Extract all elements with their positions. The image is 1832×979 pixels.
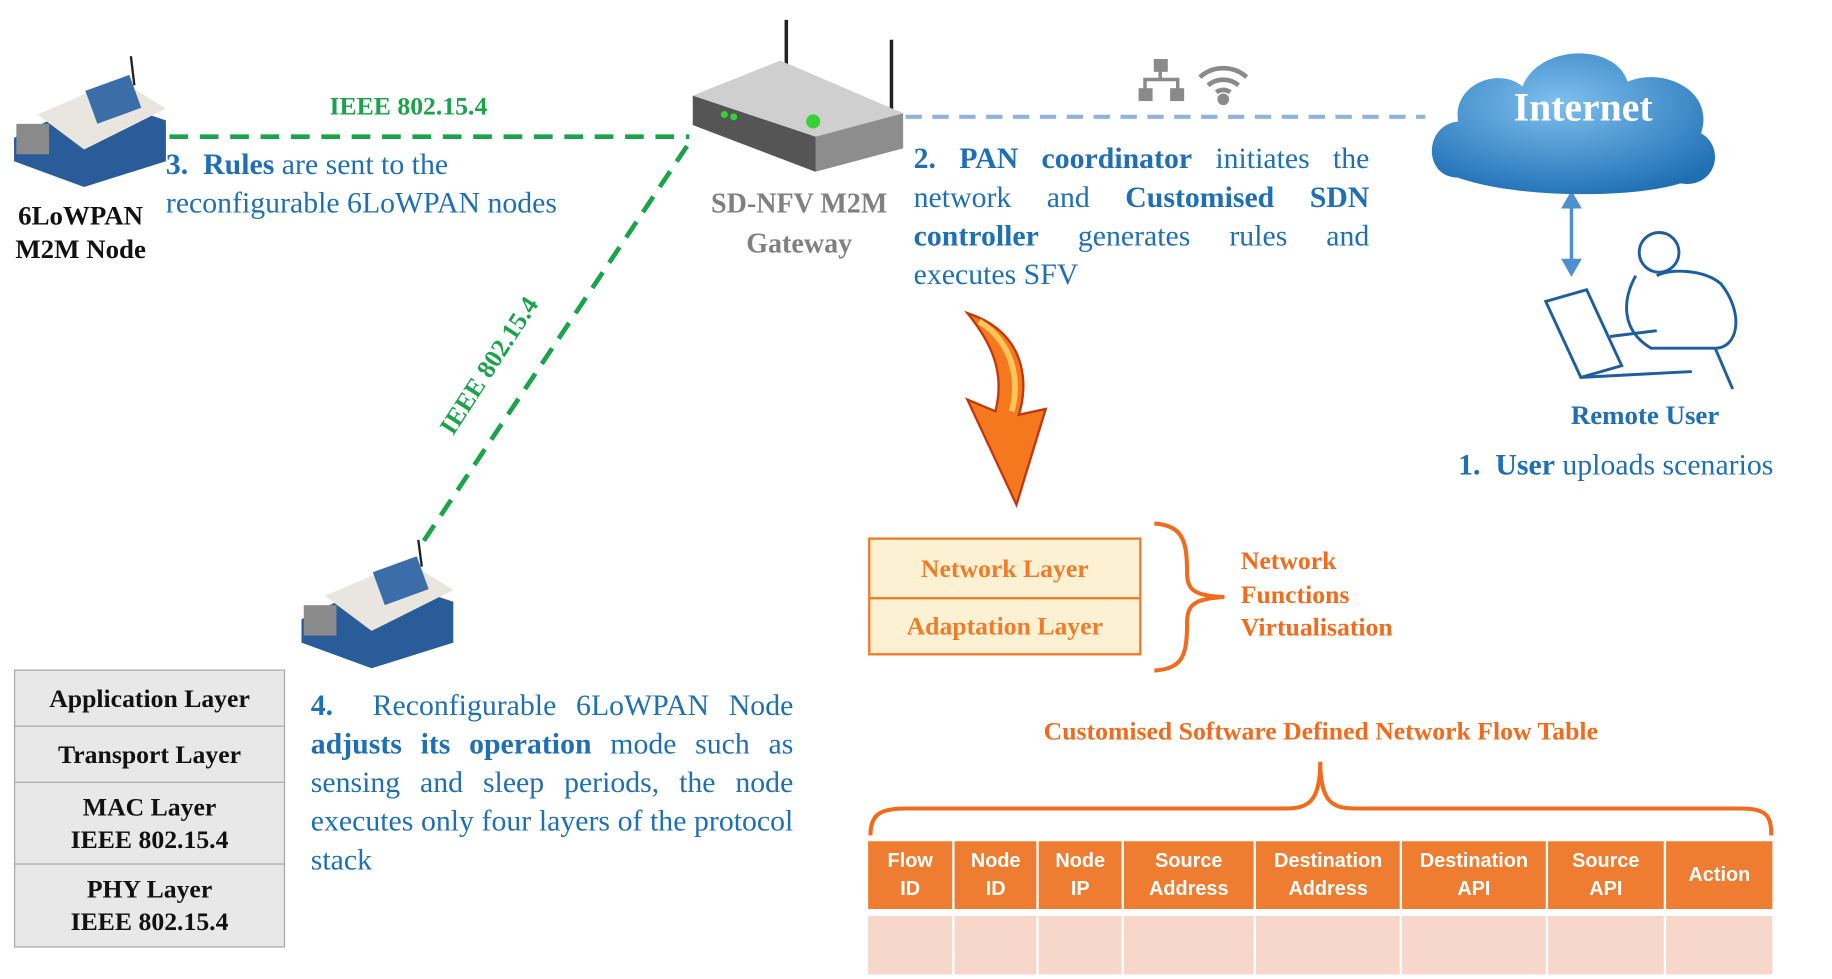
stack-label: PHY Layer [86,873,213,904]
table-header-label: Source [1155,849,1223,872]
table-header-label: Address [1149,877,1229,900]
bold-text: User [1495,447,1555,482]
table-header-label: Flow [887,849,933,872]
table-header-cell: Action [1666,841,1773,909]
step-number: 1. [1458,447,1481,482]
node1-label-line: M2M Node [15,234,146,265]
adaptation-layer-box: Adaptation Layer [868,597,1142,656]
user-laptop-icon [1543,231,1738,390]
link-node2-gateway [416,144,689,551]
table-cell [954,916,1037,975]
table-row [868,916,1773,975]
table-header-label: Address [1288,877,1368,900]
table-cell [868,916,953,975]
table-cell [1547,916,1664,975]
table-header-label: ID [985,877,1006,900]
flow-table-caption: Customised Software Defined Network Flow… [1043,716,1598,746]
cloud-icon [1431,53,1716,195]
table-header-label: Source [1572,849,1640,872]
bold-text: 2. PAN coordinator [913,141,1193,176]
table-cell [1256,916,1401,975]
table-cell [1039,916,1122,975]
text: mode such as sensing and sleep periods, … [310,726,794,877]
nfv-label-line: Network [1240,545,1337,575]
cloud-label: Internet [1513,86,1653,130]
gateway-label-line: Gateway [746,229,853,260]
text: Reconfigurable 6LoWPAN Node [333,688,801,723]
table-header-label: ID [900,877,921,900]
double-arrow-icon [1561,190,1582,277]
nfv-label-line: Functions [1240,578,1350,609]
router-icon [692,19,904,172]
bold-text: adjusts its operation [310,726,592,761]
step-number: 4. [310,688,334,723]
stack-label: IEEE 802.15.4 [70,824,229,855]
table-header-label: API [1589,877,1623,900]
table-header-label: Node [970,849,1021,872]
stack-label: Transport Layer [58,739,242,769]
node1-label-line: 6LoWPAN [18,200,144,231]
curved-arrow-icon [963,310,1048,508]
bold-text: Rules [203,147,275,182]
flow-table-brace [868,761,1774,836]
arduino-board-icon [301,539,454,669]
text: are sent to the [274,147,449,182]
wifi-icon [1198,65,1249,106]
stack-label: MAC Layer [82,792,217,822]
text: reconfigurable 6LoWPAN nodes [165,185,558,220]
table-header-label: Node [1055,849,1106,872]
step2-text: 2. PAN coordinator initiates the network… [914,139,1370,293]
step-number: 3. [165,147,189,182]
table-cell [1123,916,1254,975]
text: generates rules and executes SFV [913,218,1370,291]
table-cell [1666,916,1773,975]
table-header-label: Action [1688,863,1751,886]
nfv-label-line: Virtualisation [1240,612,1393,642]
nfv-brace [1154,521,1225,673]
text: initiates the network and [913,141,1370,214]
table-header-label: API [1457,877,1491,900]
arduino-board-icon [14,56,166,187]
table-header-label: Destination [1274,849,1383,872]
stack-application-layer: Application Layer [14,669,286,728]
table-header-label: IP [1070,877,1090,900]
link1-label: IEEE 802.15.4 [329,91,488,121]
step1-text: 1. User uploads scenarios [1458,445,1773,484]
bold-text: Customised SDN controller [913,179,1370,253]
step4-text: 4. Reconfigurable 6LoWPAN Node adjusts i… [311,686,794,879]
table-header-label: Destination [1419,849,1528,872]
stack-label: IEEE 802.15.4 [70,906,229,936]
stack-label: Application Layer [49,683,250,713]
remote-user-label: Remote User [1570,400,1720,430]
stack-transport-layer: Transport Layer [14,725,286,784]
gateway-label: SD-NFV M2M Gateway [689,185,909,264]
network-topology-icon [1138,59,1185,102]
text: uploads scenarios [1554,447,1774,482]
network-layer-box: Network Layer [868,537,1142,600]
network-icons [1138,59,1249,106]
table-cell [1402,916,1546,975]
gateway-label-line: SD-NFV M2M [711,189,888,220]
